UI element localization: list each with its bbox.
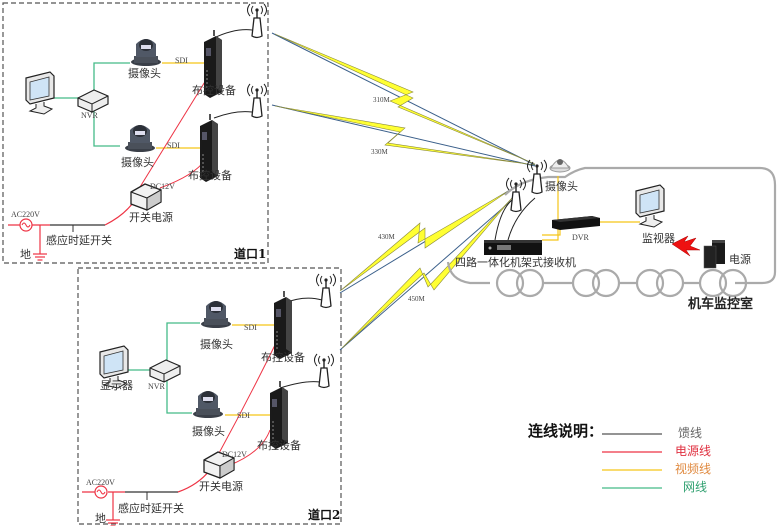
loco-camera-label: 摄像头	[545, 180, 578, 193]
legend-item-feeder: 馈线	[678, 426, 703, 440]
zone2-psu-label: 开关电源	[199, 480, 243, 493]
locomotive-title: 机车监控室	[688, 297, 754, 312]
loco-dvr-icon	[552, 216, 600, 230]
power-arrow-icon	[671, 235, 701, 257]
zone1-camera-2-label: 摄像头	[121, 156, 154, 169]
link-freq-310m: 310M	[373, 96, 390, 104]
loco-power-label: 电源	[729, 253, 751, 266]
zone2-title: 道口2	[308, 508, 341, 522]
zone1-antenna-1-icon	[246, 3, 268, 39]
zone2-sdi-2-label: SDI	[237, 411, 250, 420]
zone2-dc-label: DC12V	[222, 450, 247, 459]
loco-dome-camera-icon	[549, 159, 571, 173]
zone2-nvr-label: NVR	[148, 382, 165, 391]
zone2-nvr-icon	[149, 359, 181, 383]
legend-item-video: 视频线	[675, 462, 712, 476]
loco-monitor-icon	[635, 184, 665, 228]
zone1-camera-1-icon	[131, 39, 161, 66]
zone1-sdi-1-label: SDI	[175, 56, 188, 65]
zone2-ground-label: 地	[95, 512, 106, 525]
zone2-antenna-1-icon	[315, 273, 337, 309]
zone2-controller-2-label: 布控设备	[257, 439, 301, 452]
bolt-310m	[274, 33, 536, 165]
loco-receiver-label: 四路一体化机架式接收机	[455, 256, 576, 269]
zone2-camera-2-label: 摄像头	[192, 425, 225, 438]
loco-receiver-icon	[484, 240, 542, 255]
zone2-sdi-1-label: SDI	[244, 323, 257, 332]
zone1-ac-label: AC220V	[11, 210, 40, 219]
zone2-controller-1-icon	[273, 290, 293, 360]
zone1-frame	[2, 2, 269, 264]
legend-title: 连线说明：	[528, 422, 604, 440]
zone1-sdi-2-label: SDI	[167, 141, 180, 150]
zone1-controller-1-label: 布控设备	[192, 84, 236, 97]
zone1-monitor-icon	[25, 71, 55, 115]
zone2-antenna-2-icon	[313, 353, 335, 389]
zone1-dc-label: DC12V	[150, 182, 175, 191]
zone2-switch-label: 感应时延开关	[118, 502, 184, 515]
legend-item-power: 电源线	[675, 444, 712, 458]
zone2-camera-1-icon	[201, 301, 231, 328]
zone2-camera-2-icon	[193, 391, 223, 418]
radio-links	[271, 32, 536, 351]
legend-item-network: 网线	[683, 480, 708, 494]
loco-monitor-label: 监视器	[642, 232, 675, 245]
zone1-antenna-2-icon	[246, 83, 268, 119]
link-freq-430m: 430M	[378, 233, 395, 241]
zone1-camera-1-label: 摄像头	[128, 67, 161, 80]
zone1-controller-2-label: 布控设备	[188, 169, 232, 182]
legend-lines	[602, 433, 662, 489]
zone1-nvr-icon	[77, 89, 109, 113]
zone1-title: 道口1	[234, 247, 267, 261]
zone1-camera-2-icon	[125, 125, 155, 152]
loco-power-supply-icon	[703, 240, 725, 269]
zone1-ground-label: 地	[20, 248, 31, 261]
zone2-frame	[77, 267, 342, 525]
zone2-ac-label: AC220V	[86, 478, 115, 487]
zone2-controller-1-label: 布控设备	[261, 351, 305, 364]
zone2-ground-icon	[105, 519, 121, 526]
link-freq-330m: 330M	[371, 148, 388, 156]
zone2-monitor-label: 显示器	[100, 379, 133, 392]
zone1-psu-label: 开关电源	[129, 211, 173, 224]
zone1-nvr-label: NVR	[81, 111, 98, 120]
zone1-ground-icon	[32, 253, 48, 261]
zone1-switch-label: 感应时延开关	[46, 234, 112, 247]
link-freq-450m: 450M	[408, 295, 425, 303]
bolt-330m	[274, 105, 536, 166]
zone2-camera-1-label: 摄像头	[200, 338, 233, 351]
locomotive-outline	[446, 166, 777, 298]
loco-dvr-label: DVR	[572, 233, 589, 242]
